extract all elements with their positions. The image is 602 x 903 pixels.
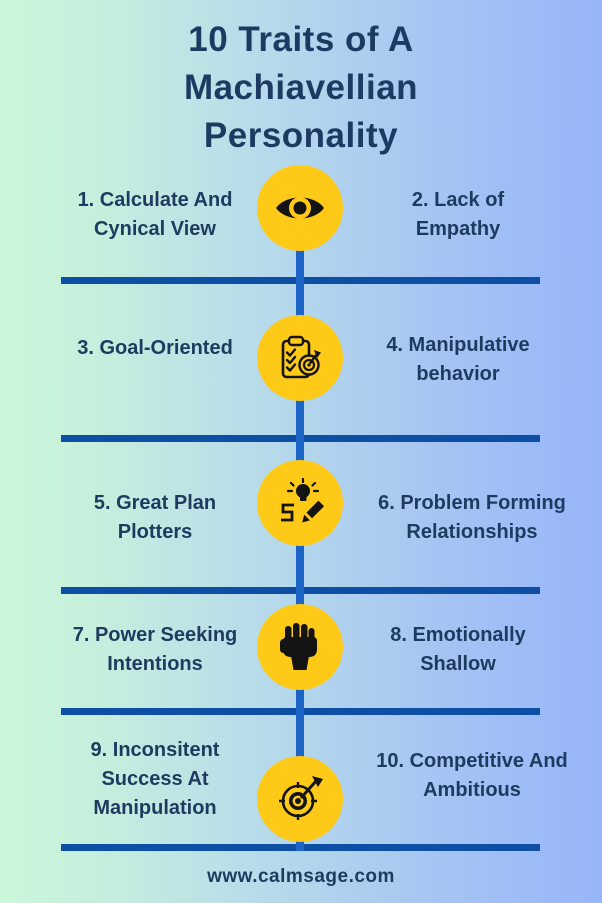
trait-6-line-2: Relationships — [406, 521, 538, 543]
trait-2-line-1: 2. Lack of — [411, 189, 505, 211]
trait-2-label: 2. Lack of Empathy — [348, 186, 568, 244]
trait-10-line-2: Ambitious — [423, 779, 521, 801]
trait-4-line-1: 4. Manipulative — [386, 334, 530, 356]
trait-5-line-1: 5. Great Plan — [93, 492, 217, 514]
trait-7-line-1: 7. Power Seeking — [72, 624, 238, 646]
timeline-node-2 — [257, 315, 343, 401]
trait-9-label: 9. Inconsitent Success At Manipulation — [40, 736, 270, 823]
trait-3-label: 3. Goal-Oriented — [40, 334, 270, 363]
trait-8-line-1: 8. Emotionally — [390, 624, 526, 646]
page-title: 10 Traits of A Machiavellian Personality — [183, 20, 419, 155]
raised-fist-icon — [280, 623, 317, 670]
trait-7-line-2: Intentions — [107, 653, 203, 675]
trait-6-line-1: 6. Problem Forming — [378, 492, 566, 514]
trait-9-line-3: Manipulation — [93, 797, 217, 819]
trait-9-line-1: 9. Inconsitent — [90, 739, 220, 761]
trait-10-line-1: 10. Competitive And — [376, 750, 568, 772]
trait-1-line-1: 1. Calculate And — [77, 189, 233, 211]
trait-5-label: 5. Great Plan Plotters — [40, 489, 270, 547]
trait-8-label: 8. Emotionally Shallow — [348, 621, 568, 679]
trait-1-label: 1. Calculate And Cynical View — [40, 186, 270, 244]
timeline-node-1 — [257, 165, 343, 251]
trait-6-label: 6. Problem Forming Relationships — [352, 489, 592, 547]
trait-1-line-2: Cynical View — [94, 218, 216, 240]
trait-5-line-2: Plotters — [117, 521, 193, 543]
trait-4-line-2: behavior — [416, 363, 500, 385]
website-url: www.calmsage.com — [207, 866, 395, 887]
target-dart-icon — [279, 776, 323, 820]
trait-9-line-2: Success At — [101, 768, 209, 790]
idea-plan-icon — [281, 478, 325, 523]
eye-icon — [276, 197, 324, 219]
trait-10-label: 10. Competitive And Ambitious — [352, 747, 592, 805]
trait-8-line-2: Shallow — [420, 653, 496, 675]
timeline-node-3 — [257, 460, 343, 546]
timeline-node-4 — [257, 604, 343, 690]
trait-2-line-2: Empathy — [415, 218, 501, 240]
checklist-target-icon — [281, 335, 321, 379]
timeline-node-5 — [257, 756, 343, 842]
trait-4-label: 4. Manipulative behavior — [348, 331, 568, 389]
trait-3-line-1: 3. Goal-Oriented — [77, 337, 233, 359]
trait-7-label: 7. Power Seeking Intentions — [40, 621, 270, 679]
